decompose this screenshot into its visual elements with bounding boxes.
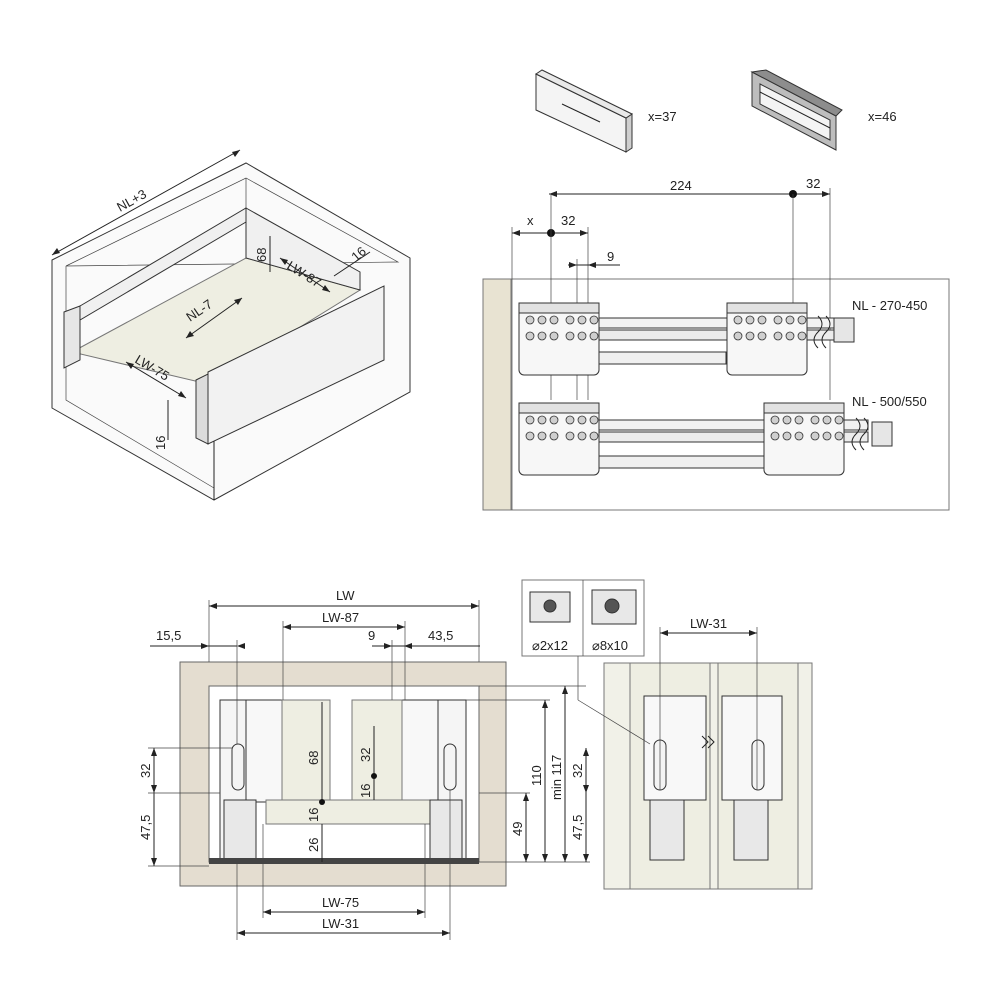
section-9-label: 9	[368, 628, 375, 643]
drawer-iso-view: NL+3 LW-87 68 16 NL-7 LW-75 16	[51, 149, 411, 501]
section-475-left-label: 47,5	[138, 815, 153, 840]
section-lw87-label: LW-87	[322, 610, 359, 625]
section-min117-label: min 117	[549, 755, 564, 800]
section-32-right-label: 32	[570, 764, 585, 778]
section-26-label: 26	[306, 838, 321, 852]
front-a-label: x=37	[648, 109, 677, 124]
row2-label: NL - 500/550	[852, 394, 927, 409]
runner-view: 224 32 x 32 9	[482, 176, 950, 511]
section-68-label: 68	[306, 751, 321, 765]
section-155-label: 15,5	[156, 628, 181, 643]
section-49-label: 49	[510, 822, 525, 836]
dim-32-right-label: 32	[806, 176, 820, 191]
front-element-a: x=37	[534, 69, 677, 153]
cabinet-side-board	[482, 278, 512, 511]
screw-a-label: ⌀2x12	[532, 638, 568, 653]
section-435-label: 43,5	[428, 628, 453, 643]
section-lw31-label: LW-31	[322, 916, 359, 931]
t16-bottom-iso-label: 16	[153, 436, 168, 450]
dim-32-left-label: 32	[561, 213, 575, 228]
dim-224-label: 224	[670, 178, 692, 193]
section-view: LW LW-87 15,5 9 43,5 32 47,5 68	[138, 588, 590, 940]
dim-x-label: x	[527, 213, 534, 228]
section-475-right-label: 47,5	[570, 815, 585, 840]
front-b-label: x=46	[868, 109, 897, 124]
row1-label: NL - 270-450	[852, 298, 927, 313]
screw-b-label: ⌀8x10	[592, 638, 628, 653]
section-32-left-label: 32	[138, 764, 153, 778]
screw-detail: ⌀2x12 ⌀8x10	[521, 579, 645, 657]
detail-lw31-label: LW-31	[690, 616, 727, 631]
section-110-label: 110	[529, 765, 544, 786]
detail-view: LW-31	[577, 616, 813, 890]
section-lw-label: LW	[336, 588, 355, 603]
dim-9-label: 9	[607, 249, 614, 264]
section-lw75-label: LW-75	[322, 895, 359, 910]
section-16-inner-label: 16	[358, 784, 373, 798]
front-element-b: x=46	[750, 69, 897, 151]
h68-iso-label: 68	[254, 248, 269, 262]
section-32-inner-label: 32	[358, 748, 373, 762]
section-16-low-label: 16	[306, 808, 321, 822]
